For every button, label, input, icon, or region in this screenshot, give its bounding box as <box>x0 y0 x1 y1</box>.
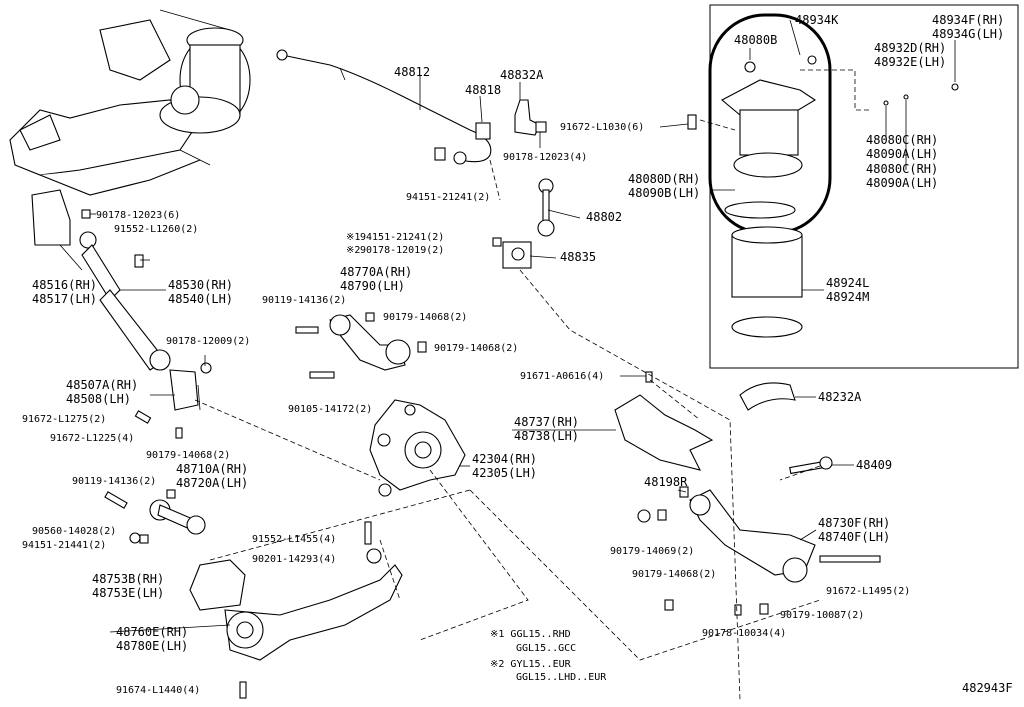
shock-absorber-drawing <box>31 189 212 439</box>
label-48812: 48812 <box>394 65 430 79</box>
label-90119-14136-2a: 90119-14136(2) <box>262 295 346 306</box>
knuckle-drawing <box>369 399 466 497</box>
label-91672-l1225-4: 91672-L1225(4) <box>50 433 134 444</box>
label-90179-14068-2d: 90179-14068(2) <box>632 569 716 580</box>
label-48924l: 48924L <box>826 276 869 290</box>
label-90201-14293-4: 90201-14293(4) <box>252 554 336 565</box>
label-48835: 48835 <box>560 250 596 264</box>
label-48090a-b: 48090A(LH) <box>866 176 938 190</box>
label-48730f: 48730F(RH) <box>818 516 890 530</box>
label-90178-12023-4: 90178-12023(4) <box>503 152 587 163</box>
label-48720a: 48720A(LH) <box>176 476 248 490</box>
label-90119-14136-2b: 90119-14136(2) <box>72 476 156 487</box>
guard-drawing <box>614 371 714 471</box>
label-48540: 48540(LH) <box>168 292 233 306</box>
note-2-line-2: GGL15..LHD..EUR <box>516 672 607 683</box>
label-90105-14172-2: 90105-14172(2) <box>288 404 372 415</box>
suspension-assembly-drawing <box>9 9 251 196</box>
label-94151-21441-2: 94151-21441(2) <box>22 540 106 551</box>
label-90179-14068-2b: 90179-14068(2) <box>434 343 518 354</box>
label-48738: 48738(LH) <box>514 429 579 443</box>
label-48080b: 48080B <box>734 33 777 47</box>
label-48802: 48802 <box>586 210 622 224</box>
label-48924m: 48924M <box>826 290 869 304</box>
label-91672-l1030: 91672-L1030(6) <box>560 122 644 133</box>
label-48737: 48737(RH) <box>514 415 579 429</box>
label-48080c-a: 48080C(RH) <box>866 133 938 147</box>
label-90178-12023-6: 90178-12023(6) <box>96 210 180 221</box>
label-48760e: 48760E(RH) <box>116 625 188 639</box>
note-2-line-1: ※2 GYL15..EUR <box>490 659 572 670</box>
label-91674-l1440-4: 91674-L1440(4) <box>116 685 200 696</box>
label-48080c-b: 48080C(RH) <box>866 162 938 176</box>
mark-1: ※1 <box>346 232 360 243</box>
assembly-lines <box>194 69 870 701</box>
label-91672-l1495-2: 91672-L1495(2) <box>826 586 910 597</box>
leader-lines <box>59 19 956 633</box>
label-48932d: 48932D(RH) <box>874 41 946 55</box>
label-90179-14069-2: 90179-14069(2) <box>610 546 694 557</box>
stabilizer-bar-drawing <box>276 49 492 165</box>
label-90178-12009-2: 90178-12009(2) <box>166 336 250 347</box>
label-48090b: 48090B(LH) <box>628 186 700 200</box>
air-spring-frame <box>709 4 1019 369</box>
label-91671-a0616-4: 91671-A0616(4) <box>520 371 604 382</box>
label-94151-21241-2: 94151-21241(2) <box>406 192 490 203</box>
label-48790: 48790(LH) <box>340 279 405 293</box>
label-90560-14028-2: 90560-14028(2) <box>32 526 116 537</box>
label-48517: 48517(LH) <box>32 292 97 306</box>
label-48780e: 48780E(LH) <box>116 639 188 653</box>
label-48753e: 48753E(LH) <box>92 586 164 600</box>
note-1-line-2: GGL15..GCC <box>516 643 576 654</box>
label-48232a: 48232A <box>818 390 862 404</box>
label-90178-12019-2: 90178-12019(2) <box>360 245 444 256</box>
label-48080d: 48080D(RH) <box>628 172 700 186</box>
label-90179-14068-2c: 90179-14068(2) <box>146 450 230 461</box>
label-48740f: 48740F(LH) <box>818 530 890 544</box>
lower-arm-drawing <box>637 486 881 616</box>
label-48516: 48516(RH) <box>32 278 97 292</box>
label-90179-10087-2: 90179-10087(2) <box>780 610 864 621</box>
label-48753b: 48753B(RH) <box>92 572 164 586</box>
label-48530: 48530(RH) <box>168 278 233 292</box>
label-48818: 48818 <box>465 83 501 97</box>
label-48932e: 48932E(LH) <box>874 55 946 69</box>
label-91552-l1260-2: 91552-L1260(2) <box>114 224 198 235</box>
diagram-code: 482943F <box>962 681 1013 695</box>
label-48409: 48409 <box>856 458 892 472</box>
label-90178-10034-4: 90178-10034(4) <box>702 628 786 639</box>
air-spring-drawing <box>721 55 959 338</box>
trailing-arm-drawing <box>189 521 403 699</box>
label-90179-14068-2a: 90179-14068(2) <box>383 312 467 323</box>
label-48934k: 48934K <box>795 13 839 27</box>
label-48770a: 48770A(RH) <box>340 265 412 279</box>
labels: 48812 48818 48832A 91672-L1030(6) 90178-… <box>22 13 1013 696</box>
label-42305: 42305(LH) <box>472 466 537 480</box>
label-48508: 48508(LH) <box>66 392 131 406</box>
label-48934g: 48934G(LH) <box>932 27 1004 41</box>
label-48710a: 48710A(RH) <box>176 462 248 476</box>
label-48198r: 48198R <box>644 475 688 489</box>
stabilizer-bracket-drawing <box>514 99 697 136</box>
label-42304: 42304(RH) <box>472 452 537 466</box>
bumper-48232a-drawing <box>739 382 796 411</box>
label-48090a-a: 48090A(LH) <box>866 147 938 161</box>
label-48832a: 48832A <box>500 68 544 82</box>
label-48507a: 48507A(RH) <box>66 378 138 392</box>
stabilizer-link-drawing <box>492 178 555 269</box>
label-91552-l1455-4: 91552-L1455(4) <box>252 534 336 545</box>
note-1-line-1: ※1 GGL15..RHD <box>490 629 571 640</box>
label-48934f: 48934F(RH) <box>932 13 1004 27</box>
label-94151-21241-2b: 94151-21241(2) <box>360 232 444 243</box>
mark-2: ※2 <box>346 245 360 256</box>
lower-rod-drawing <box>104 489 206 544</box>
bolt-48409-drawing <box>789 456 833 475</box>
label-91672-l1275-2: 91672-L1275(2) <box>22 414 106 425</box>
upper-arm-drawing <box>295 312 427 379</box>
